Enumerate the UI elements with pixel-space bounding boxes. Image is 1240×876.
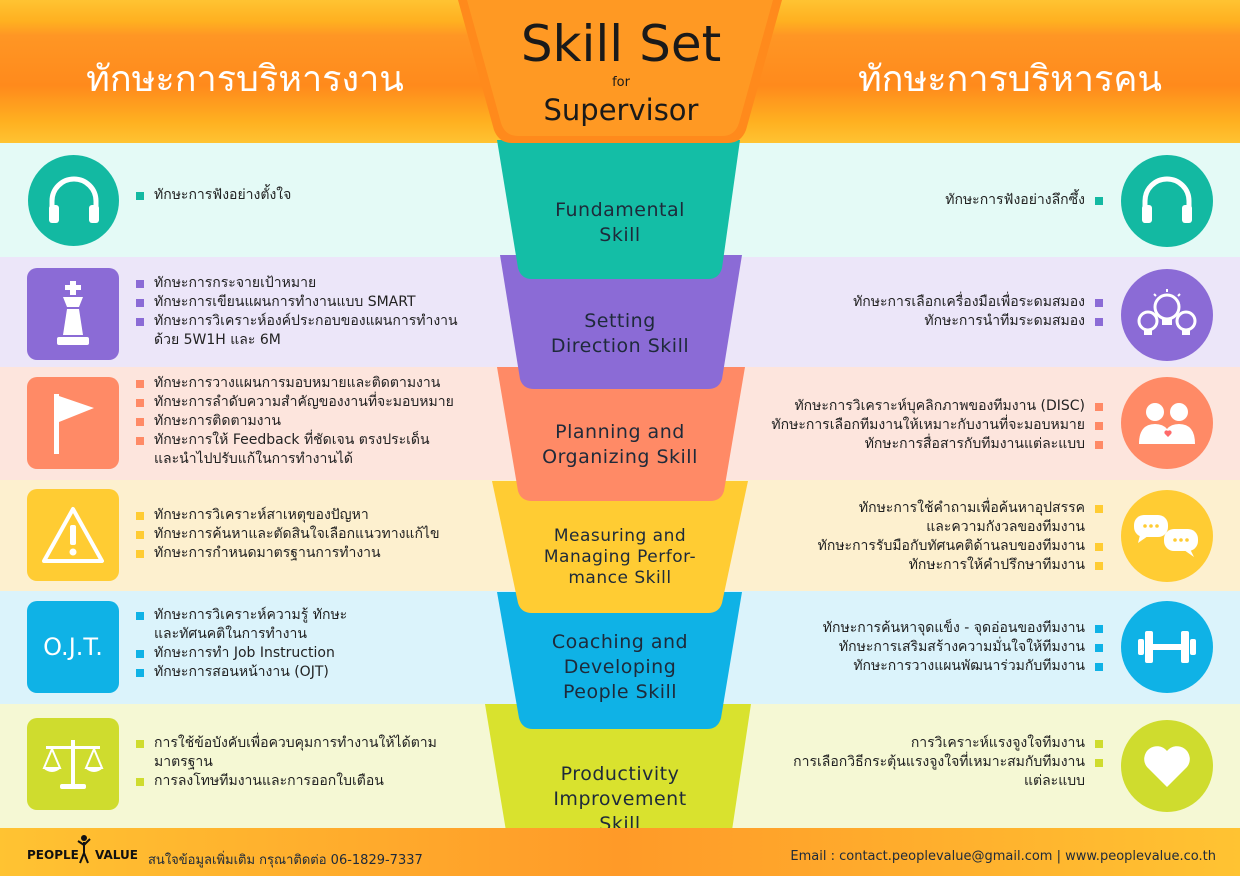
label-measuring: Measuring and Managing Perfor- mance Ski… (543, 526, 697, 588)
list-item: ทักษะการรับมือกับทัศนคติด้านลบของทีมงาน (720, 537, 1103, 556)
list-item: การวิเคราะห์แรงจูงใจทีมงาน (720, 734, 1103, 753)
right-column-title: ทักษะการบริหารคน (857, 59, 1163, 100)
main-title: Skill Set (520, 15, 722, 73)
list-item: ทักษะการสอนหน้างาน (OJT) (136, 663, 496, 682)
title-for: for (612, 75, 630, 90)
chat-bubbles-icon (1121, 490, 1213, 582)
list-item: ทักษะการกระจายเป้าหมาย (136, 274, 496, 293)
funnel-layer-planning (497, 367, 745, 501)
contact-email-web[interactable]: Email : contact.peoplevalue@gmail.com | … (790, 849, 1216, 864)
list-item: ทักษะการเลือกเครื่องมือเพื่อระดมสมอง (720, 293, 1103, 312)
list-item: ทักษะการวิเคราะห์บุคลิกภาพของทีมงาน (DIS… (720, 397, 1103, 416)
label-coaching: Coaching and Developing People Skill (551, 631, 689, 703)
list-item: ทักษะการกำหนดมาตรฐานการทำงาน (136, 544, 496, 563)
left-column-title: ทักษะการบริหารงาน (86, 59, 404, 100)
planning-right-list: ทักษะการวิเคราะห์บุคลิกภาพของทีมงาน (DIS… (720, 397, 1103, 454)
ojt-icon: O.J.T. (27, 601, 119, 693)
coaching-right-list: ทักษะการค้นหาจุดแข็ง - จุดอ่อนของทีมงาน … (720, 619, 1103, 676)
list-item: ทักษะการค้นหาและตัดสินใจเลือกแนวทางแก้ไข (136, 525, 496, 544)
funnel-layer-setting-direction (500, 255, 742, 389)
dumbbell-icon (1121, 601, 1213, 693)
label-fundamental: Fundamental Skill (555, 199, 685, 246)
person-logo-icon (77, 834, 91, 864)
productivity-left-list: การใช้ข้อบังคับเพื่อควบคุมการทำงานให้ได้… (136, 734, 496, 791)
list-item: ทักษะการเสริมสร้างความมั่นใจให้ทีมงาน (720, 638, 1103, 657)
list-item: ทักษะการสื่อสารกับทีมงานแต่ละแบบ (720, 435, 1103, 454)
label-planning: Planning and Organizing Skill (542, 421, 698, 468)
list-item: ทักษะการค้นหาจุดแข็ง - จุดอ่อนของทีมงาน (720, 619, 1103, 638)
setting-direction-right-list: ทักษะการเลือกเครื่องมือเพื่อระดมสมอง ทัก… (720, 293, 1103, 331)
list-item: ทักษะการลำดับความสำคัญของงานที่จะมอบหมาย (136, 393, 496, 412)
list-item: ทักษะการวางแผนพัฒนาร่วมกับทีมงาน (720, 657, 1103, 676)
brand-logo-right: VALUE (95, 848, 138, 862)
list-item: การเลือกวิธีกระตุ้นแรงจูงใจที่เหมาะสมกับ… (720, 753, 1103, 791)
list-item: ทักษะการเขียนแผนการทำงานแบบ SMART (136, 293, 496, 312)
people-icon (1121, 377, 1213, 469)
list-item: ทักษะการติดตามงาน (136, 412, 496, 431)
list-item: ทักษะการเลือกทีมงานให้เหมาะกับงานที่จะมอ… (720, 416, 1103, 435)
fundamental-right-list: ทักษะการฟังอย่างลึกซึ้ง (720, 191, 1103, 210)
list-item: ทักษะการวางแผนการมอบหมายและติดตามงาน (136, 374, 496, 393)
list-item: การลงโทษทีมงานและการออกใบเตือน (136, 772, 496, 791)
label-setting-direction: Setting Direction Skill (550, 310, 690, 357)
lightbulbs-icon (1121, 269, 1213, 361)
planning-left-list: ทักษะการวางแผนการมอบหมายและติดตามงาน ทัก… (136, 374, 496, 469)
brand-logo-left: PEOPLE (27, 848, 79, 862)
subtitle: Supervisor (543, 93, 699, 127)
fundamental-left-list: ทักษะการฟังอย่างตั้งใจ (136, 186, 496, 205)
list-item: ทักษะการวิเคราะห์สาเหตุของปัญหา (136, 506, 496, 525)
list-item: ทักษะการนำทีมระดมสมอง (720, 312, 1103, 331)
setting-direction-left-list: ทักษะการกระจายเป้าหมาย ทักษะการเขียนแผนก… (136, 274, 496, 350)
chess-king-icon (27, 268, 119, 360)
list-item: ทักษะการฟังอย่างตั้งใจ (136, 186, 496, 205)
list-item: ทักษะการให้คำปรึกษาทีมงาน (720, 556, 1103, 575)
list-item: ทักษะการใช้คำถามเพื่อค้นหาอุปสรรค และควา… (720, 499, 1103, 537)
list-item: การใช้ข้อบังคับเพื่อควบคุมการทำงานให้ได้… (136, 734, 496, 772)
funnel-layer-productivity (485, 704, 751, 850)
flag-icon (27, 377, 119, 469)
label-productivity: Productivity Improvement Skill (553, 763, 687, 835)
scales-icon (27, 718, 119, 810)
list-item: ทักษะการทำ Job Instruction (136, 644, 496, 663)
measuring-right-list: ทักษะการใช้คำถามเพื่อค้นหาอุปสรรค และควา… (720, 499, 1103, 575)
funnel-layer-coaching (497, 592, 742, 729)
funnel-layer-fundamental (497, 140, 740, 279)
coaching-left-list: ทักษะการวิเคราะห์ความรู้ ทักษะ และทัศนคต… (136, 606, 496, 682)
list-item: ทักษะการฟังอย่างลึกซึ้ง (720, 191, 1103, 210)
measuring-left-list: ทักษะการวิเคราะห์สาเหตุของปัญหา ทักษะการ… (136, 506, 496, 563)
heart-icon (1121, 720, 1213, 812)
list-item: ทักษะการให้ Feedback ที่ชัดเจน ตรงประเด็… (136, 431, 496, 469)
funnel-layer-measuring (492, 481, 748, 613)
contact-phone: สนใจข้อมูลเพิ่มเติม กรุณาติดต่อ 06-1829-… (148, 853, 423, 868)
list-item: ทักษะการวิเคราะห์ความรู้ ทักษะ และทัศนคต… (136, 606, 496, 644)
footer-band (0, 828, 1240, 876)
warning-icon (27, 489, 119, 581)
headphones-icon (1121, 155, 1213, 247)
productivity-right-list: การวิเคราะห์แรงจูงใจทีมงาน การเลือกวิธีก… (720, 734, 1103, 791)
headphones-icon (28, 155, 119, 246)
list-item: ทักษะการวิเคราะห์องค์ประกอบของแผนการทำงา… (136, 312, 496, 350)
